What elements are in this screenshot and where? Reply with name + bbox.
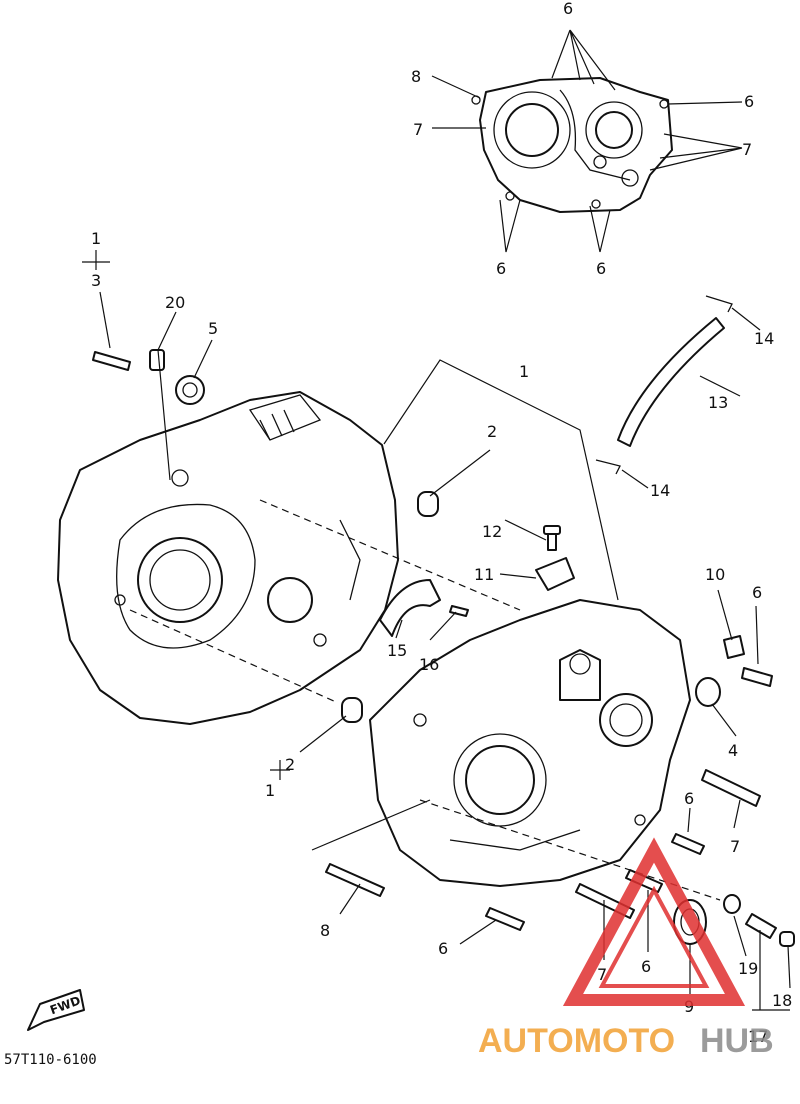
left-crankcase [57, 391, 399, 725]
callout-18: 18 [772, 991, 792, 1010]
callout-1: 1 [265, 781, 275, 800]
callout-6: 6 [641, 957, 651, 976]
triangle-logo-icon [562, 837, 746, 1006]
callout-7: 7 [730, 837, 740, 856]
callout-2: 2 [487, 422, 497, 441]
callout-10: 10 [705, 565, 725, 584]
fwd-arrow-icon: FWD [27, 989, 85, 1031]
right-leaders [311, 307, 791, 1011]
callout-15: 15 [387, 641, 407, 660]
callout-12: 12 [482, 522, 502, 541]
callout-2: 2 [285, 755, 295, 774]
callout-8: 8 [320, 921, 330, 940]
callout-6: 6 [596, 259, 606, 278]
left-leaders [82, 250, 491, 780]
top-leaders [431, 29, 743, 253]
callout-6: 6 [438, 939, 448, 958]
callout-1: 1 [519, 362, 529, 381]
callout-6: 6 [684, 789, 694, 808]
callout-9: 9 [684, 997, 694, 1016]
watermark-word-auto: AUTOMOTO [478, 1022, 675, 1060]
watermark-logo: AUTOMOTO HUB [478, 837, 774, 1060]
callout-4: 4 [728, 741, 738, 760]
right-small-parts [325, 295, 795, 947]
watermark-word-hub: HUB [700, 1022, 774, 1060]
crankcase-inner-view [471, 77, 673, 213]
callout-14: 14 [650, 481, 670, 500]
callout-13: 13 [708, 393, 728, 412]
diagram-code: 57T110-6100 [4, 1052, 97, 1068]
callout-11: 11 [474, 565, 494, 584]
callout-7: 7 [597, 965, 607, 984]
callout-7: 7 [413, 120, 423, 139]
left-small-parts [92, 349, 469, 723]
callout-6: 6 [744, 92, 754, 111]
fwd-label: FWD [48, 993, 82, 1017]
callout-7: 7 [742, 140, 752, 159]
callout-5: 5 [208, 319, 218, 338]
callout-19: 19 [738, 959, 758, 978]
callout-8: 8 [411, 67, 421, 86]
callout-1: 1 [91, 229, 101, 248]
callout-16: 16 [419, 655, 439, 674]
assembly-axes [129, 499, 721, 901]
callout-6: 6 [752, 583, 762, 602]
callout-6: 6 [496, 259, 506, 278]
callout-20: 20 [165, 293, 185, 312]
right-crankcase [369, 599, 691, 887]
callout-3: 3 [91, 271, 101, 290]
inner-triangle-icon [598, 885, 710, 988]
callout-17: 17 [748, 1027, 768, 1046]
callout-14: 14 [754, 329, 774, 348]
callout-6: 6 [563, 0, 573, 18]
